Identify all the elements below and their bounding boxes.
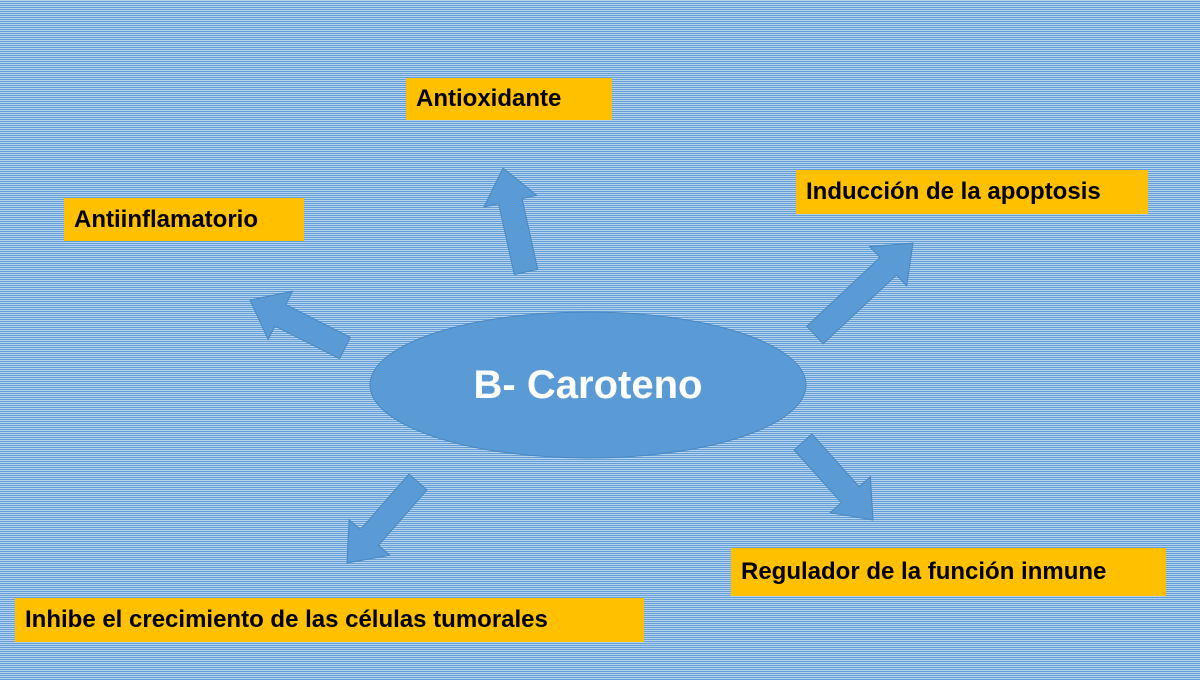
center-ellipse (369, 311, 807, 459)
arrow-antioxidante-icon (483, 167, 539, 276)
arrow-antiinflamatorio-icon (249, 290, 352, 360)
center-label: B- Caroteno (473, 362, 703, 407)
label-antiinflamatorio: Antiinflamatorio (64, 198, 304, 241)
label-antioxidante: Antioxidante (406, 78, 612, 120)
label-celulas-tumorales: Inhibe el crecimiento de las células tum… (15, 598, 644, 642)
arrow-funcion-inmune-icon (793, 433, 874, 521)
label-funcion-inmune: Regulador de la función inmune (731, 548, 1166, 596)
label-apoptosis: Inducción de la apoptosis (796, 170, 1148, 214)
arrow-celulas-tumorales-icon (346, 473, 428, 564)
arrow-apoptosis-icon (806, 242, 914, 345)
